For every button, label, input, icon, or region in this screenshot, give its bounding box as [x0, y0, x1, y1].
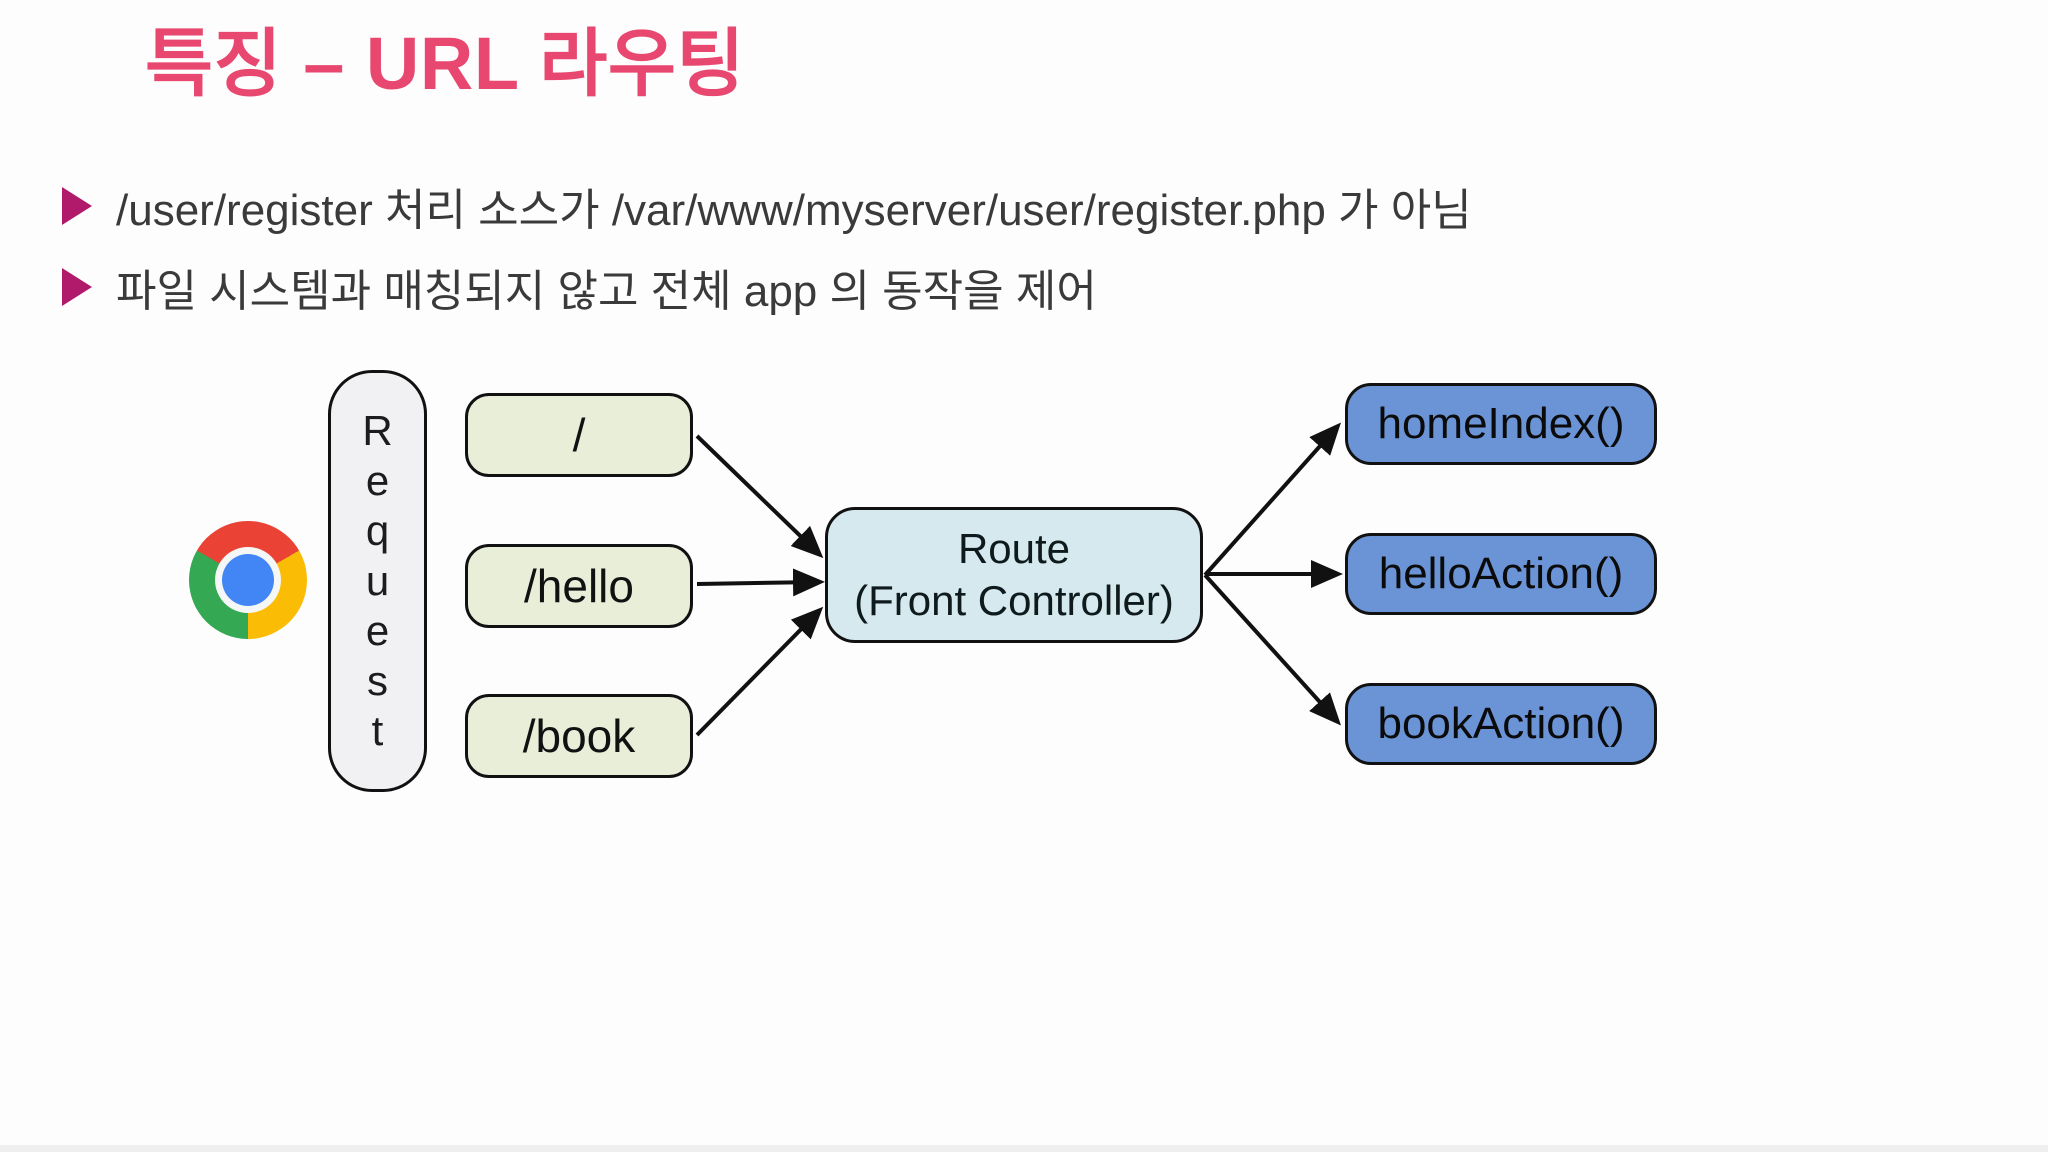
request-letter: R [362, 407, 393, 454]
bullet-item-2: 파일 시스템과 매칭되지 않고 전체 app 의 동작을 제어 [62, 259, 1097, 316]
route-box-line2: (Front Controller) [854, 577, 1174, 624]
request-letter: s [367, 657, 388, 704]
action-box-bookaction: bookAction() [1345, 683, 1657, 765]
request-letter: t [371, 707, 384, 754]
route-box-line1: Route [957, 525, 1071, 572]
chrome-pupil [222, 554, 274, 606]
page-title: 특징 – URL 라우팅 [145, 22, 745, 105]
request-letter: e [365, 607, 390, 654]
arrow-hello-to-route [696, 568, 825, 597]
arrow-root-to-route [695, 434, 824, 559]
route-front-controller-box: Route (Front Controller) [825, 507, 1203, 643]
arrow-route-to-bookaction [1203, 573, 1342, 726]
arrow-book-to-route [695, 606, 824, 737]
request-letter: e [365, 457, 390, 504]
action-box-homeindex: homeIndex() [1345, 383, 1657, 465]
request-letter: u [365, 557, 390, 604]
path-box-book: /book [465, 694, 693, 778]
path-box-hello: /hello [465, 544, 693, 628]
request-box: R e q u e s t [328, 370, 427, 792]
bullet-triangle-icon [62, 268, 92, 306]
arrow-route-to-homeindex [1203, 422, 1341, 577]
request-letter: q [365, 507, 390, 554]
chrome-ring [215, 547, 281, 613]
action-box-helloaction: helloAction() [1345, 533, 1657, 615]
bullet-item-1: /user/register 처리 소스가 /var/www/myserver/… [62, 178, 1472, 235]
path-box-root: / [465, 393, 693, 477]
bullet-text-2: 파일 시스템과 매칭되지 않고 전체 app 의 동작을 제어 [116, 267, 1097, 316]
bullet-text-1: /user/register 처리 소스가 /var/www/myserver/… [116, 186, 1472, 235]
chrome-browser-icon [189, 521, 307, 639]
bullet-triangle-icon [62, 187, 92, 225]
